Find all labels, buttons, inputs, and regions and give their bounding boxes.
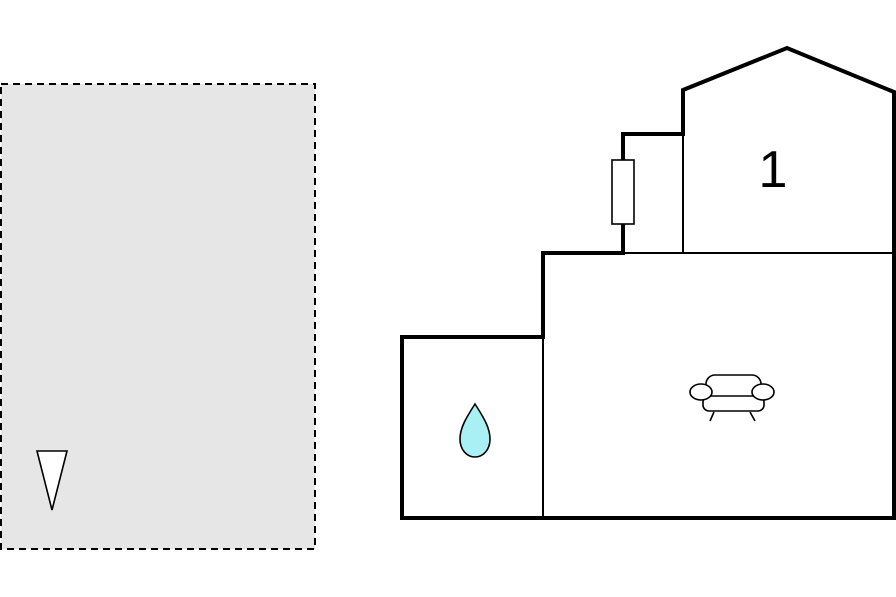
window-icon xyxy=(611,159,635,225)
water-drop-icon xyxy=(459,402,491,458)
room-number-bedroom: 1 xyxy=(759,141,788,199)
sofa-icon xyxy=(689,374,775,422)
building: 1 xyxy=(400,45,896,520)
exterior-wall xyxy=(400,45,896,520)
outdoor-area xyxy=(0,83,316,550)
orientation-triangle-icon xyxy=(35,450,69,511)
